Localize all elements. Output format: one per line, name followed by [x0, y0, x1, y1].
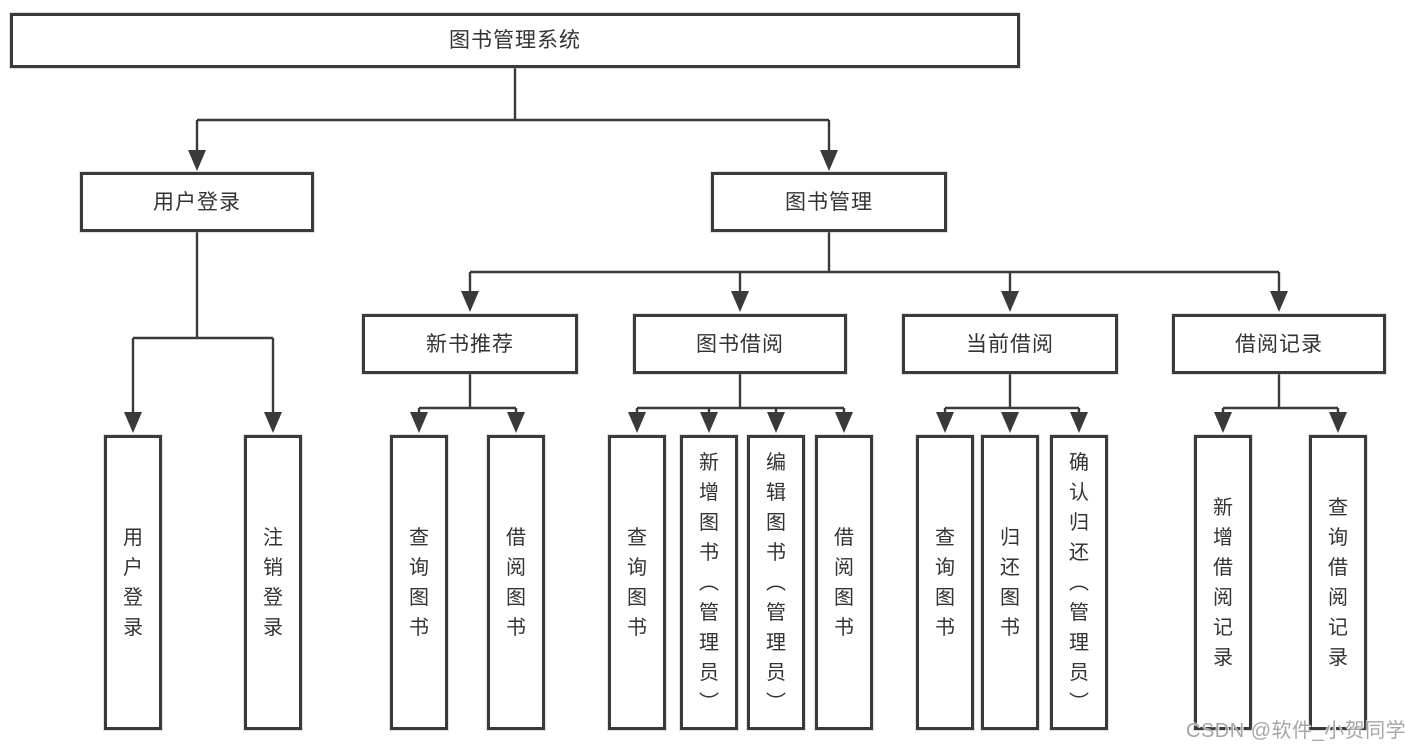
connector-bookborrow-to-leaves	[635, 374, 846, 416]
node-label: 用户登录	[123, 526, 143, 639]
connector-root-to-level2	[195, 68, 831, 153]
node-user-login: 用户登录	[80, 172, 314, 232]
node-label: 图书管理系统	[449, 29, 581, 52]
watermark-text: CSDN @软件_小贺同学	[1186, 720, 1405, 742]
node-label: 查询借阅记录	[1328, 496, 1348, 669]
node-book-borrow: 图书借阅	[633, 314, 847, 374]
leaf-add-borrow-record: 新增借阅记录	[1194, 435, 1252, 730]
leaf-query-books-current: 查询图书	[916, 435, 974, 730]
node-label: 新增图书︵管理员︶	[699, 451, 719, 714]
leaf-query-borrow-record: 查询借阅记录	[1309, 435, 1367, 730]
node-library-management-system: 图书管理系统	[10, 13, 1020, 68]
node-new-book-recommend: 新书推荐	[362, 314, 578, 374]
connector-currentborrow-to-leaves	[943, 374, 1081, 416]
leaf-borrow-books-recommend: 借阅图书	[487, 435, 545, 730]
node-label: 查询图书	[935, 526, 955, 639]
node-label: 确认归还︵管理员︶	[1069, 451, 1089, 714]
node-borrow-records: 借阅记录	[1172, 314, 1386, 374]
arrowheads	[124, 150, 1347, 433]
leaf-add-book-admin: 新增图书︵管理员︶	[680, 435, 738, 730]
leaf-query-books-recommend: 查询图书	[390, 435, 448, 730]
node-current-borrow: 当前借阅	[902, 314, 1118, 374]
node-label: 用户登录	[153, 190, 241, 214]
leaf-return-book: 归还图书	[981, 435, 1039, 730]
node-label: 借阅图书	[506, 526, 526, 639]
node-book-management: 图书管理	[711, 172, 947, 232]
leaf-confirm-return-admin: 确认归还︵管理员︶	[1050, 435, 1108, 730]
leaf-user-login: 用户登录	[104, 435, 162, 730]
node-label: 借阅记录	[1235, 332, 1323, 356]
connector-userlogin-to-leaves	[131, 232, 275, 416]
connector-borrowrecords-to-leaves	[1221, 374, 1340, 416]
connector-newbook-to-leaves	[417, 374, 518, 416]
node-label: 编辑图书︵管理员︶	[766, 451, 786, 714]
node-label: 新增借阅记录	[1213, 496, 1233, 669]
connector-bookmgmt-to-level3	[468, 232, 1281, 295]
node-label: 注销登录	[263, 526, 283, 639]
node-label: 借阅图书	[834, 526, 854, 639]
node-label: 查询图书	[627, 526, 647, 639]
node-label: 图书借阅	[696, 332, 784, 356]
leaf-borrow-books: 借阅图书	[815, 435, 873, 730]
leaf-logout-login: 注销登录	[244, 435, 302, 730]
node-label: 归还图书	[1000, 526, 1020, 639]
leaf-edit-book-admin: 编辑图书︵管理员︶	[747, 435, 805, 730]
node-label: 查询图书	[409, 526, 429, 639]
node-label: 当前借阅	[966, 332, 1054, 356]
leaf-query-books-borrow: 查询图书	[608, 435, 666, 730]
node-label: 新书推荐	[426, 332, 514, 356]
node-label: 图书管理	[785, 190, 873, 214]
